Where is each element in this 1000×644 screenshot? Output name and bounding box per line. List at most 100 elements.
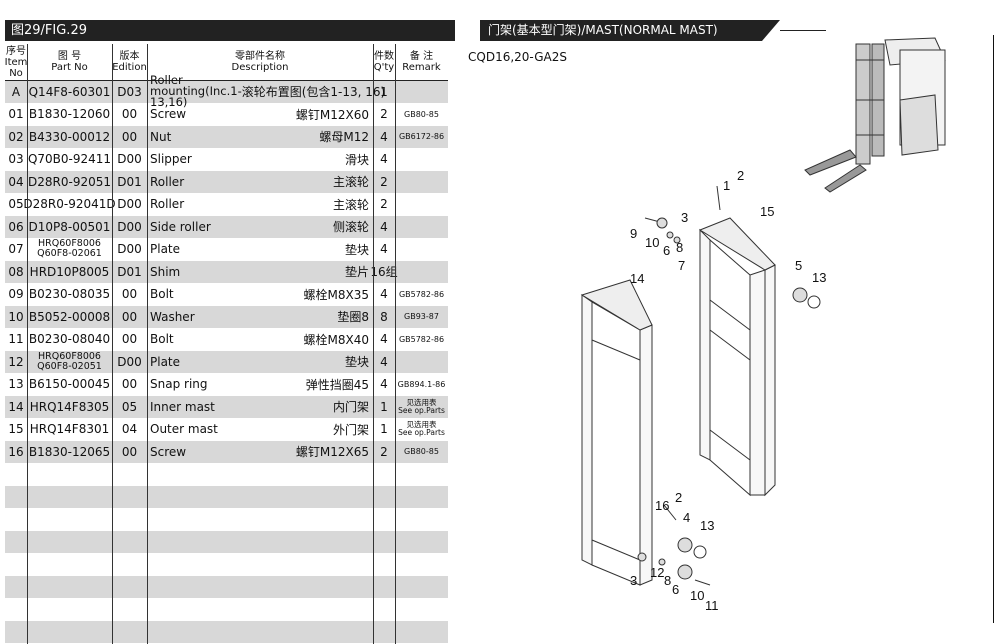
description-cn: 垫圈8 <box>337 310 369 325</box>
empty-row <box>5 509 448 531</box>
quantity: 2 <box>380 444 388 459</box>
empty-row <box>5 531 448 554</box>
callout-number: 2 <box>737 168 744 183</box>
item-no: A <box>11 84 21 99</box>
col-divider <box>112 44 113 644</box>
quantity: 4 <box>380 219 388 234</box>
item-no: 11 <box>8 332 24 347</box>
part-no: B0230-08040 <box>28 332 111 347</box>
part-no: Q70B0-92411 <box>27 152 112 167</box>
item-no: 09 <box>8 287 24 302</box>
description: Outer mast 外门架 <box>147 419 373 441</box>
table-row: 10 B5052-00008 00 Washer 垫圈8 8 GB93-87 <box>5 306 448 329</box>
description-cn: 外门架 <box>332 422 369 437</box>
remark: GB80-85 <box>404 109 439 119</box>
quantity: 2 <box>380 107 388 122</box>
callout-number: 4 <box>683 510 690 525</box>
quantity: 8 <box>380 309 388 324</box>
description-cn: 垫块 <box>344 242 369 257</box>
remark <box>395 171 448 193</box>
remark <box>395 351 448 373</box>
outer-mast <box>698 217 776 497</box>
empty-row <box>5 464 448 486</box>
callout-number: 10 <box>645 235 659 250</box>
callout-number: 15 <box>760 204 774 219</box>
description-en: Washer <box>150 309 195 324</box>
description-en: Roller <box>150 197 185 212</box>
callout-number: 10 <box>690 588 704 603</box>
page-border-right <box>993 35 994 623</box>
item-no: 16 <box>8 444 24 459</box>
description-cn: 螺母M12 <box>319 130 369 145</box>
quantity: 4 <box>380 354 388 369</box>
description-cn: 主滚轮 <box>332 175 369 190</box>
edition: 00 <box>121 309 138 324</box>
edition: 00 <box>121 107 138 122</box>
description-cn: 侧滚轮 <box>332 220 369 235</box>
remark: GB5782-86 <box>398 334 445 344</box>
part-no: D28R0-92051 <box>28 174 111 189</box>
quantity: 2 <box>380 174 388 189</box>
edition: 00 <box>121 129 138 144</box>
item-no: 02 <box>8 129 24 144</box>
description-cn: 内门架 <box>332 400 369 415</box>
col-divider <box>147 44 148 644</box>
description-en: Bolt <box>150 287 174 302</box>
edition: D01 <box>117 264 142 279</box>
description: Bolt 螺栓M8X35 <box>147 284 373 306</box>
callout-number: 7 <box>678 258 685 273</box>
item-no: 08 <box>8 264 24 279</box>
description-cn: 垫片 <box>344 265 369 280</box>
edition: D01 <box>117 174 142 189</box>
description-en: Slipper <box>150 152 192 167</box>
callout-number: 12 <box>650 565 664 580</box>
quantity: 4 <box>380 242 388 257</box>
part-no: B6150-00045 <box>28 377 111 392</box>
callout-number: 1 <box>723 178 730 193</box>
description-cn: 垫块 <box>344 355 369 370</box>
part-no: B5052-00008 <box>28 309 111 324</box>
part-no: D10P8-00501 <box>28 219 111 234</box>
remark: GB894.1-86 <box>397 379 446 389</box>
remark: GB93-87 <box>404 312 439 322</box>
remark: GB5782-86 <box>398 289 445 299</box>
callout-number: 6 <box>663 243 670 258</box>
callout-number: 16 <box>655 498 669 513</box>
part-no: B4330-00012 <box>28 129 111 144</box>
description-cn: 螺栓M8X35 <box>303 287 369 302</box>
edition: 05 <box>121 399 138 414</box>
remark <box>395 216 448 238</box>
description-en: Outer mast <box>150 422 218 437</box>
item-no: 14 <box>8 399 24 414</box>
edition: D03 <box>117 84 142 99</box>
item-no: 10 <box>8 309 24 324</box>
description-cn: 滚轮布置图(包含1-13, 16) <box>241 85 386 100</box>
callout-number: 14 <box>630 271 644 286</box>
quantity: 2 <box>380 197 388 212</box>
remark: GB6172-86 <box>398 132 445 142</box>
part-no: HRQ14F8305 <box>29 399 110 414</box>
callout-number: 11 <box>705 598 719 613</box>
description-en: Snap ring <box>150 377 208 392</box>
